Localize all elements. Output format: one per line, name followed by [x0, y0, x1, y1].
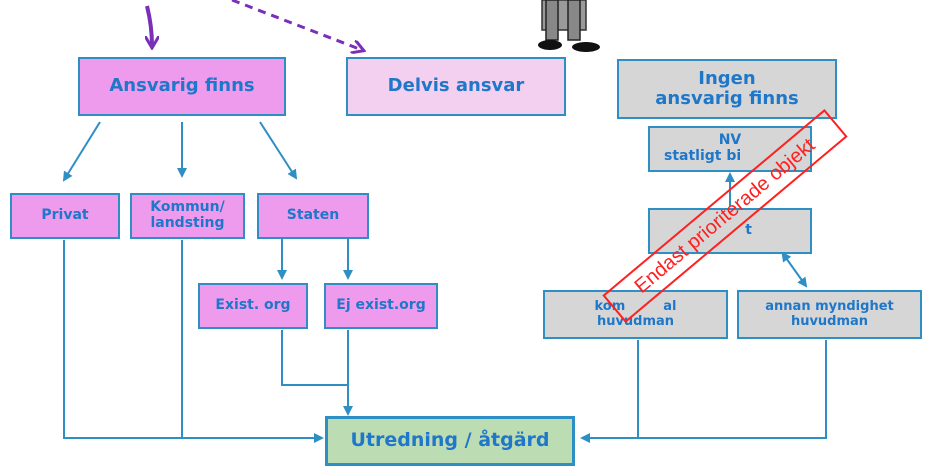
ingen-line1: Ingen — [698, 67, 756, 89]
box-kommunal-huvudman: kom al huvudman — [543, 290, 728, 339]
box-ej-exist-org: Ej exist.org — [324, 283, 438, 329]
ansvarig-finns-label: Ansvarig finns — [109, 75, 255, 97]
ej-exist-org-label: Ej exist.org — [336, 297, 426, 314]
box-exist-org: Exist. org — [198, 283, 308, 329]
arrow-to-privat — [62, 121, 101, 182]
arrow-to-staten — [259, 121, 298, 180]
box-staten: Staten — [257, 193, 369, 239]
kommun-line2: landsting — [150, 215, 225, 231]
arrow-kommun-to-result — [181, 240, 324, 443]
arrow-annan-to-result — [580, 340, 827, 443]
box-grey-mid: t — [648, 208, 812, 254]
purple-arrow-dashed — [231, 0, 362, 50]
nv-line2: statligt bi — [664, 148, 742, 164]
kommunal-line1-end: al — [663, 298, 677, 314]
mid-box-label: t — [745, 222, 752, 239]
purple-arrow-solid — [147, 5, 152, 46]
exist-org-label: Exist. org — [215, 297, 291, 314]
nv-line1: NV — [718, 132, 742, 149]
delvis-ansvar-label: Delvis ansvar — [387, 75, 525, 97]
kommunal-line2: huvudman — [596, 313, 675, 329]
arrow-mid-to-annan — [781, 251, 808, 288]
line-exist-to-result — [281, 330, 348, 386]
kommunal-line1-start: kom — [594, 298, 626, 314]
privat-label: Privat — [41, 207, 89, 224]
box-kommun-landsting: Kommun/ landsting — [130, 193, 245, 239]
line-privat-to-result — [63, 240, 182, 439]
box-ansvarig-finns: Ansvarig finns — [78, 57, 286, 116]
utredning-label: Utredning / åtgärd — [350, 429, 550, 452]
annan-line2: huvudman — [790, 313, 869, 329]
person-figure — [538, 0, 600, 52]
box-utredning-atgard: Utredning / åtgärd — [325, 416, 575, 466]
box-delvis-ansvar: Delvis ansvar — [346, 57, 566, 116]
kommun-line1: Kommun/ — [150, 199, 225, 216]
staten-label: Staten — [286, 207, 340, 224]
box-nv-statligt: NV statligt bi — [648, 126, 812, 172]
kommunal-line1: kom al — [594, 298, 677, 315]
box-privat: Privat — [10, 193, 120, 239]
annan-line1: annan myndighet — [765, 298, 894, 314]
ingen-line2: ansvarig finns — [655, 88, 799, 109]
box-annan-myndighet: annan myndighet huvudman — [737, 290, 922, 339]
box-ingen-ansvarig: Ingen ansvarig finns — [617, 59, 837, 119]
